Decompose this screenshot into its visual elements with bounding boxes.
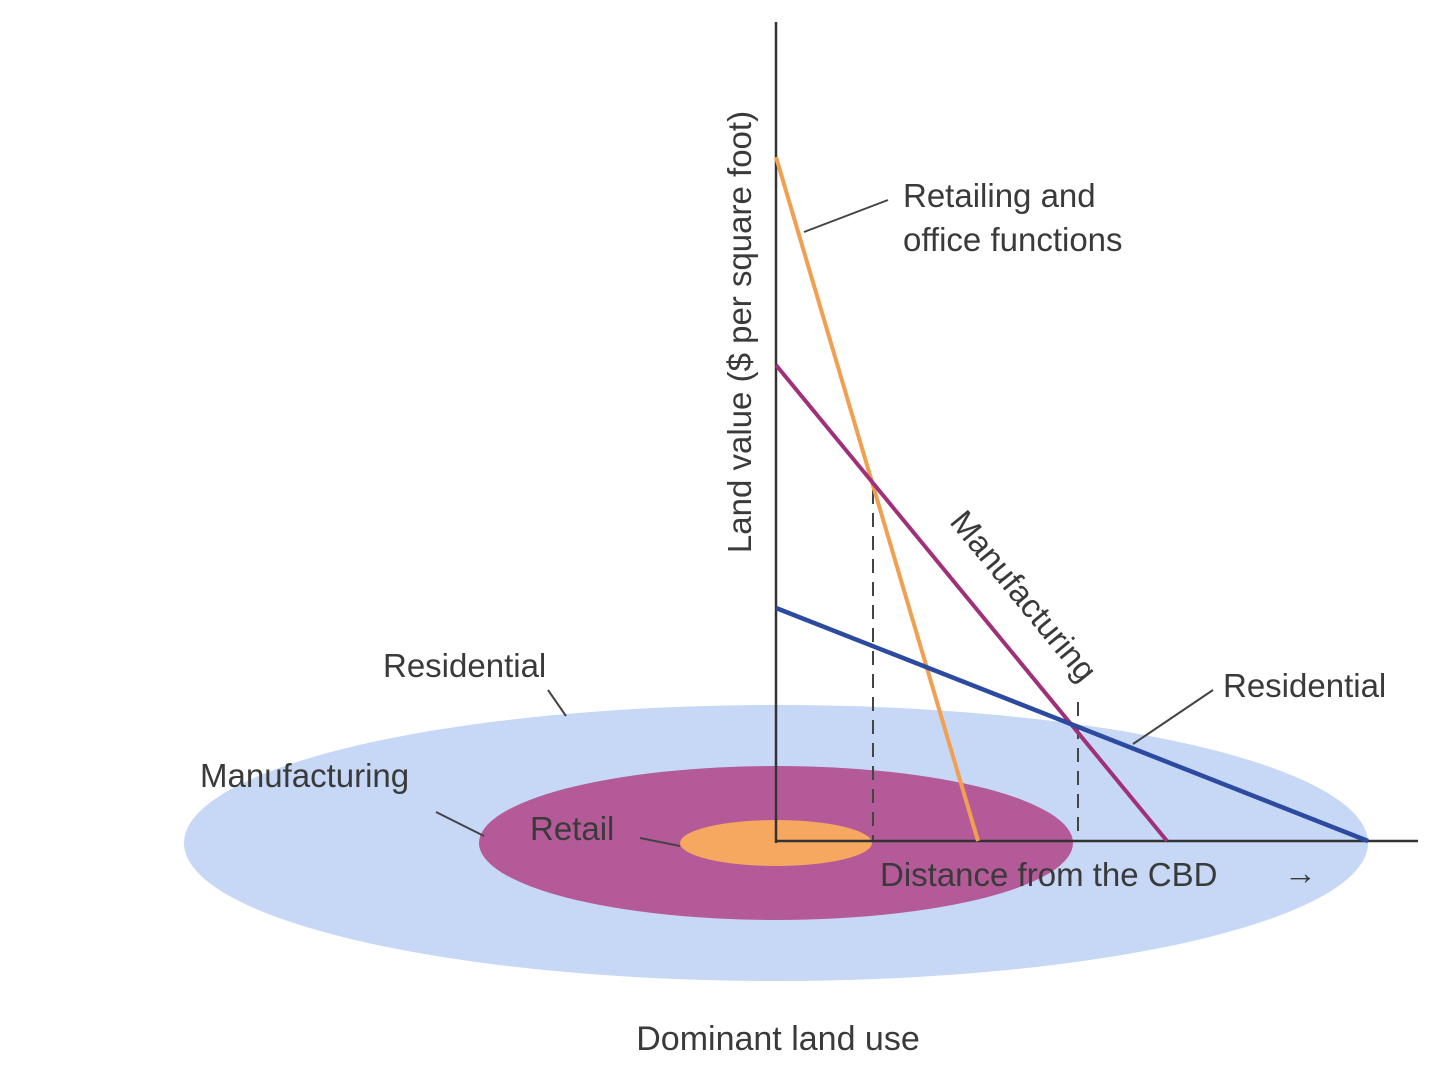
retailing-leader-line [803,199,889,233]
retail-zone-label: Retail [530,810,614,847]
x-axis-arrow: → [1284,854,1317,891]
residential-zone-leader-line [547,689,567,717]
y-axis-label: Land value ($ per square foot) [721,111,758,553]
diagram-caption: Dominant land use [636,1020,920,1058]
manufacturing-zone-leader-line [435,811,485,837]
manufacturing-zone-label: Manufacturing [200,757,409,794]
residential-curve-label: Residential [1223,667,1386,704]
retailing-curve-label-line-1: Retailing and [903,177,1096,214]
retailing-curve-label-line-2: office functions [903,221,1123,258]
retail-zone-leader-line [639,837,681,847]
x-axis-label: Distance from the CBD [880,856,1217,893]
residential-zone-label: Residential [383,647,546,684]
retail-bid-rent-curve [774,156,980,842]
residential-curve-leader-line [1132,689,1214,745]
manufacturing-bid-rent-curve [774,363,1169,843]
residential-bid-rent-curve [775,605,1369,844]
